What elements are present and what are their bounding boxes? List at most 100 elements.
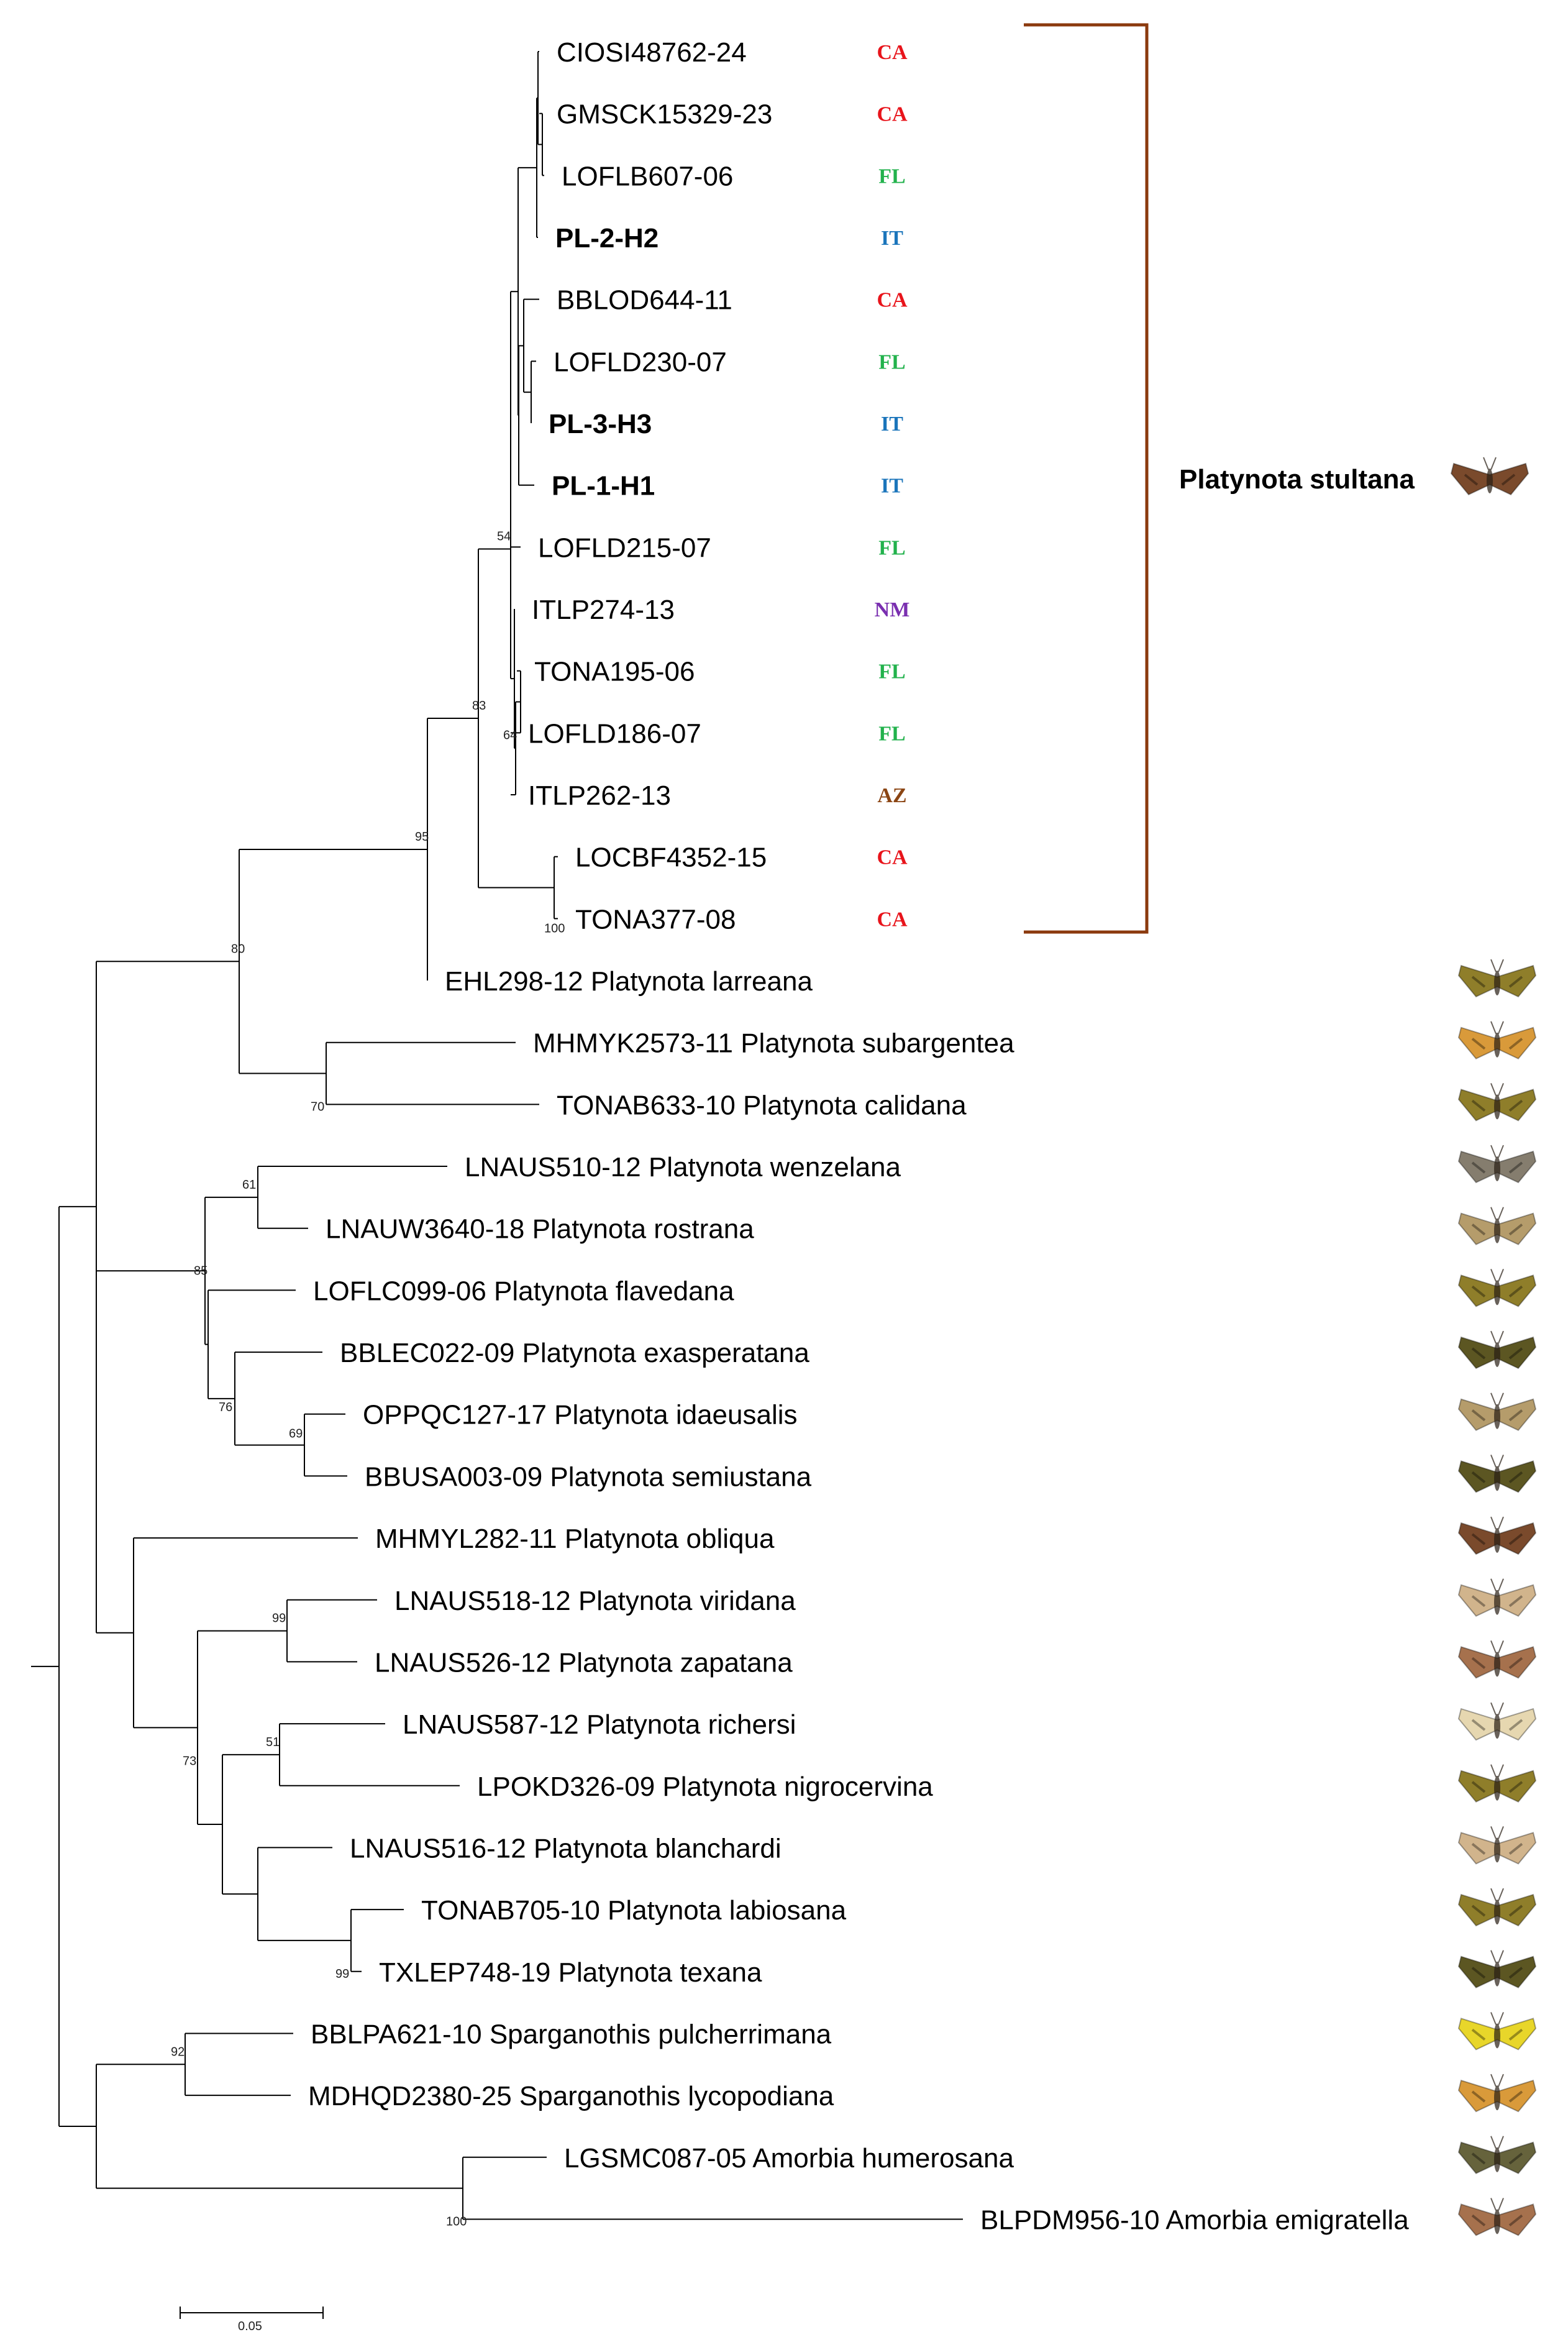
leaf-label: MHMYL282-11 Platynota obliqua <box>375 1524 775 1554</box>
clade-moth-icon <box>1450 457 1529 496</box>
tree-branches <box>31 51 963 2220</box>
leaf-label: LOFLD215-07 <box>538 533 711 563</box>
bootstrap-value: 99 <box>335 1967 349 1981</box>
leaf-label: LOFLD230-07 <box>554 347 727 377</box>
bootstrap-value: 69 <box>289 1427 303 1441</box>
leaf-label: TONA195-06 <box>534 657 695 687</box>
moth-olive-icon <box>1457 1083 1537 1122</box>
leaf-label: LPOKD326-09 Platynota nigrocervina <box>477 1772 933 1802</box>
region-code: CA <box>877 289 908 312</box>
region-code: CA <box>877 846 908 869</box>
region-code: NM <box>875 598 910 621</box>
region-code: FL <box>878 722 905 745</box>
moth-tan-icon <box>1457 1207 1537 1245</box>
leaf-label: LNAUS510-12 Platynota wenzelana <box>465 1152 901 1182</box>
region-code: CA <box>877 41 908 64</box>
region-code: FL <box>878 350 905 373</box>
moth-dark-olive-icon <box>1457 1455 1537 1493</box>
leaf-label: LOFLB607-06 <box>562 161 733 191</box>
moth-orange-icon <box>1457 1021 1537 1059</box>
leaf-label: TONAB633-10 Platynota calidana <box>557 1090 967 1120</box>
moth-brown-icon <box>1457 1516 1537 1555</box>
region-code: AZ <box>877 784 906 807</box>
moth-olive-icon <box>1457 959 1537 998</box>
leaf-label: CIOSI48762-24 <box>557 37 747 68</box>
bootstrap-value: 80 <box>231 942 245 956</box>
leaf-label: BBUSA003-09 Platynota semiustana <box>365 1461 812 1492</box>
moth-beige-icon <box>1457 1826 1537 1865</box>
leaf-label: TONA377-08 <box>575 904 736 935</box>
bootstrap-value: 70 <box>311 1100 324 1114</box>
bootstrap-value: 83 <box>472 699 486 713</box>
region-code: FL <box>878 661 905 684</box>
leaf-label: LNAUS526-12 Platynota zapatana <box>375 1647 793 1678</box>
bootstrap-value: 99 <box>272 1612 286 1626</box>
moth-olive-icon <box>1457 1764 1537 1803</box>
bootstrap-value: 100 <box>446 2215 467 2229</box>
leaf-label: BBLPA621-10 Sparganothis pulcherrimana <box>311 2019 832 2049</box>
moth-olive-icon <box>1457 1888 1537 1927</box>
leaf-label: LOFLD186-07 <box>528 718 701 749</box>
leaf-label: MDHQD2380-25 Sparganothis lycopodiana <box>308 2081 834 2111</box>
region-code: FL <box>878 536 905 559</box>
clade-label: Platynota stultana <box>1179 464 1415 495</box>
leaf-label: OPPQC127-17 Platynota idaeusalis <box>363 1400 798 1430</box>
region-code: IT <box>881 413 903 436</box>
leaf-label: LGSMC087-05 Amorbia humerosana <box>564 2143 1014 2174</box>
bootstrap-values: 54 83 64 95 100 80 70 61 85 76 69 99 73 51 99 92 100 <box>171 529 565 2228</box>
moth-pale-icon <box>1457 1702 1537 1741</box>
leaf-label: GMSCK15329-23 <box>557 99 772 130</box>
leaf-labels: CIOSI48762-24GMSCK15329-23LOFLB607-06PL-… <box>308 37 1409 2235</box>
bootstrap-value: 85 <box>194 1264 207 1278</box>
moth-beige-icon <box>1457 1578 1537 1617</box>
leaf-label: LOFLC099-06 Platynota flavedana <box>313 1276 734 1306</box>
bootstrap-value: 51 <box>266 1735 280 1749</box>
leaf-label: BLPDM956-10 Amorbia emigratella <box>980 2205 1409 2235</box>
region-code: CA <box>877 908 908 931</box>
leaf-label: PL-2-H2 <box>555 223 659 254</box>
leaf-label: MHMYK2573-11 Platynota subargentea <box>533 1028 1014 1059</box>
moth-brown-icon <box>1450 457 1529 496</box>
leaf-label: PL-1-H1 <box>552 471 655 501</box>
moth-dark-olive-icon <box>1457 1330 1537 1369</box>
moth-dark-olive-icon <box>1457 1950 1537 1989</box>
moth-rust-icon <box>1457 1640 1537 1679</box>
leaf-label: BBLOD644-11 <box>557 285 732 316</box>
moth-orange-icon <box>1457 2074 1537 2113</box>
leaf-label: TONAB705-10 Platynota labiosana <box>421 1895 847 1926</box>
moth-olive-icon <box>1457 1269 1537 1307</box>
scale-bar <box>180 2307 324 2319</box>
bootstrap-value: 64 <box>503 729 517 743</box>
leaf-label: LNAUS516-12 Platynota blanchardi <box>350 1833 782 1863</box>
region-code: CA <box>877 103 908 126</box>
bootstrap-value: 54 <box>497 529 511 543</box>
leaf-label: LOCBF4352-15 <box>575 843 767 873</box>
leaf-label: PL-3-H3 <box>549 409 652 439</box>
moth-rust-icon <box>1457 2198 1537 2236</box>
clade-bracket <box>1024 23 1149 934</box>
region-code: IT <box>881 227 903 250</box>
leaf-label: TXLEP748-19 Platynota texana <box>379 1957 762 1988</box>
moth-tan-icon <box>1457 1392 1537 1431</box>
leaf-label: LNAUW3640-18 Platynota rostrana <box>326 1214 754 1245</box>
leaf-label: BBLEC022-09 Platynota exasperatana <box>340 1338 809 1368</box>
bootstrap-value: 92 <box>171 2045 185 2059</box>
bootstrap-value: 95 <box>415 830 429 844</box>
leaf-label: ITLP274-13 <box>532 595 675 625</box>
leaf-label: EHL298-12 Platynota larreana <box>445 966 813 997</box>
leaf-label: LNAUS587-12 Platynota richersi <box>403 1709 796 1740</box>
bootstrap-value: 100 <box>544 922 565 936</box>
bootstrap-value: 61 <box>242 1178 256 1192</box>
region-code: FL <box>878 165 905 188</box>
bootstrap-value: 73 <box>183 1754 196 1768</box>
leaf-label: LNAUS518-12 Platynota viridana <box>394 1586 796 1616</box>
scale-bar-label: 0.05 <box>238 2320 262 2332</box>
leaf-label: ITLP262-13 <box>528 780 671 811</box>
moth-gray-olive-icon <box>1457 2136 1537 2175</box>
region-code: IT <box>881 475 903 498</box>
moth-gray-icon <box>1457 1145 1537 1184</box>
moth-yellow-icon <box>1457 2012 1537 2051</box>
bootstrap-value: 76 <box>219 1401 232 1414</box>
region-codes: CA CA FL IT CA FL IT IT FL NM FL FL AZ CA CA <box>875 41 910 931</box>
